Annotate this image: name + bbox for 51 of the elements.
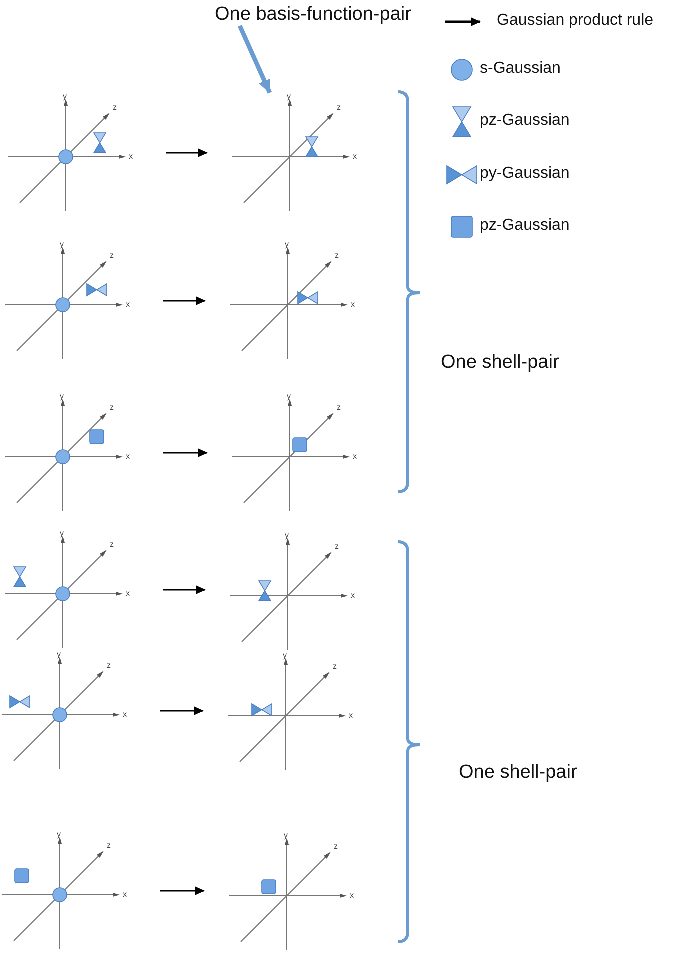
arrow: [160, 886, 205, 896]
axis-label: y: [57, 831, 61, 839]
legend-label: pz-Gaussian: [480, 112, 570, 130]
axis-label: y: [63, 93, 67, 101]
axis-label: x: [351, 592, 355, 600]
axis-label: y: [60, 393, 64, 401]
axis-label: z: [107, 662, 111, 670]
axis-label: z: [335, 543, 339, 551]
axis-label: y: [283, 652, 287, 660]
arrow: [163, 448, 208, 458]
axis-label: x: [129, 153, 133, 161]
axis-label: y: [285, 241, 289, 249]
axis-label: z: [337, 104, 341, 112]
axis-label: z: [337, 404, 341, 412]
axis-label: x: [351, 301, 355, 309]
axis-label: z: [335, 252, 339, 260]
axis-label: x: [126, 590, 130, 598]
axis-label: x: [353, 453, 357, 461]
legend-label: pz-Gaussian: [480, 217, 570, 235]
axis-label: z: [113, 104, 117, 112]
axis-label: x: [126, 453, 130, 461]
legend-label: Gaussian product rule: [497, 12, 654, 30]
axis-label: x: [353, 153, 357, 161]
axis-label: y: [57, 651, 61, 659]
bracket-label: One shell-pair: [441, 352, 560, 374]
axis-label: x: [123, 711, 127, 719]
axis-label: y: [284, 832, 288, 840]
bracket-label: One shell-pair: [459, 762, 578, 784]
axis-label: z: [107, 842, 111, 850]
axis-label: x: [349, 712, 353, 720]
axis-label: y: [287, 393, 291, 401]
legend-label: s-Gaussian: [480, 60, 561, 78]
axis-label: z: [333, 663, 337, 671]
arrow: [160, 706, 204, 716]
axis-label: z: [110, 252, 114, 260]
axis-label: z: [334, 843, 338, 851]
arrow: [166, 148, 208, 158]
arrow: [163, 586, 206, 594]
arrow: [163, 296, 206, 306]
axis-label: x: [126, 301, 130, 309]
axis-label: y: [285, 532, 289, 540]
legend-label: py-Gaussian: [480, 165, 570, 183]
axis-label: y: [60, 530, 64, 538]
axis-label: z: [110, 404, 114, 412]
axis-label: x: [123, 891, 127, 899]
axis-label: x: [350, 892, 354, 900]
axis-label: y: [287, 93, 291, 101]
axis-label: z: [110, 541, 114, 549]
leader-arrow: [238, 25, 272, 94]
callout-text: One basis-function-pair: [215, 4, 412, 26]
axis-label: y: [60, 241, 64, 249]
